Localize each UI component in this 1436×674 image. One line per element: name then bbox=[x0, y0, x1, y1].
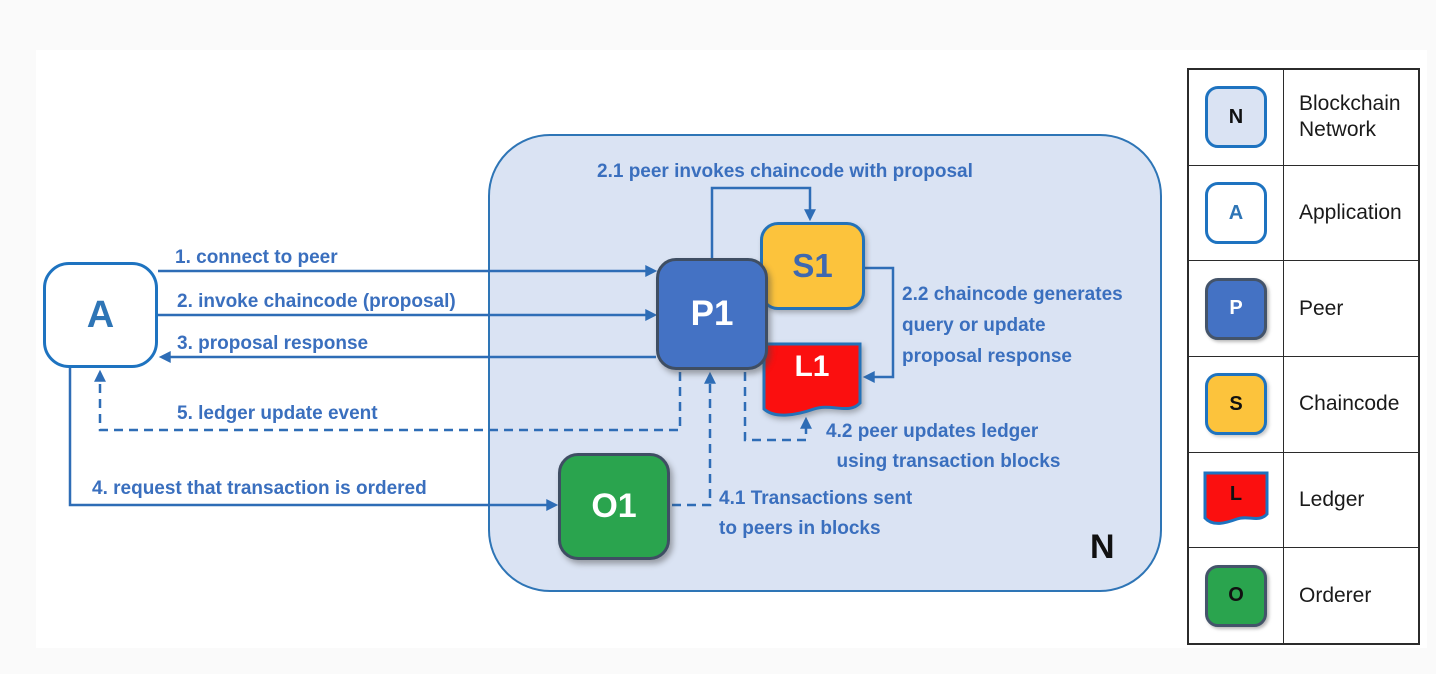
ledger-legend-letter: L bbox=[1229, 483, 1243, 506]
application-legend-letter: A bbox=[1228, 201, 1244, 224]
peer-node: P1 bbox=[656, 258, 768, 370]
chaincode-node-label: S1 bbox=[792, 247, 833, 284]
ledger-legend-icon: L bbox=[1203, 471, 1269, 529]
label-step3: 3. proposal response bbox=[177, 333, 369, 354]
legend-row-network: N Blockchain Network bbox=[1189, 70, 1418, 165]
label-step4: 4. request that transaction is ordered bbox=[92, 478, 427, 499]
label-step2: 2. invoke chaincode (proposal) bbox=[177, 291, 456, 312]
network-legend-letter: N bbox=[1228, 105, 1244, 128]
ledger-node: L1 bbox=[762, 342, 862, 420]
orderer-legend-label: Orderer bbox=[1299, 583, 1372, 607]
legend-row-chaincode: S Chaincode bbox=[1189, 356, 1418, 452]
application-legend-label: Application bbox=[1299, 201, 1402, 224]
network-label: N bbox=[1090, 528, 1115, 566]
label-step4-2: 4.2 peer updates ledger using transactio… bbox=[826, 421, 1061, 472]
chaincode-legend-icon: S bbox=[1205, 373, 1267, 436]
orderer-node-label: O1 bbox=[591, 487, 637, 525]
legend-row-ledger: L Ledger bbox=[1189, 451, 1418, 548]
application-node-label: A bbox=[86, 293, 115, 336]
label-step2-1: 2.1 peer invokes chaincode with proposal bbox=[597, 161, 973, 182]
orderer-legend-letter: O bbox=[1228, 584, 1244, 607]
peer-node-label: P1 bbox=[690, 294, 734, 333]
network-legend-icon: N bbox=[1205, 86, 1267, 149]
label-step2-2: 2.2 chaincode generates query or update … bbox=[902, 284, 1123, 367]
orderer-node: O1 bbox=[558, 453, 670, 560]
ledger-legend-label: Ledger bbox=[1299, 488, 1365, 512]
peer-legend-label: Peer bbox=[1299, 296, 1344, 320]
chaincode-legend-label: Chaincode bbox=[1299, 392, 1400, 416]
orderer-legend-icon: O bbox=[1205, 564, 1267, 627]
ledger-node-label: L1 bbox=[794, 350, 830, 383]
label-step5: 5. ledger update event bbox=[177, 403, 378, 424]
peer-legend-icon: P bbox=[1205, 277, 1267, 340]
chaincode-legend-letter: S bbox=[1229, 392, 1243, 415]
peer-legend-letter: P bbox=[1229, 297, 1243, 320]
chaincode-node: S1 bbox=[760, 222, 865, 310]
legend-row-application: A Application bbox=[1189, 164, 1418, 261]
label-step1: 1. connect to peer bbox=[175, 247, 338, 268]
application-legend-icon: A bbox=[1205, 182, 1267, 244]
network-legend-label: Blockchain Network bbox=[1299, 92, 1401, 142]
legend-row-orderer: O Orderer bbox=[1189, 547, 1418, 644]
application-node: A bbox=[43, 262, 158, 368]
legend-row-peer: P Peer bbox=[1189, 260, 1418, 357]
ledger-legend-shape bbox=[1203, 471, 1269, 525]
legend-table: N Blockchain Network A Application P Pee… bbox=[1187, 68, 1420, 645]
label-step4-1: 4.1 Transactions sent to peers in blocks bbox=[719, 488, 913, 539]
